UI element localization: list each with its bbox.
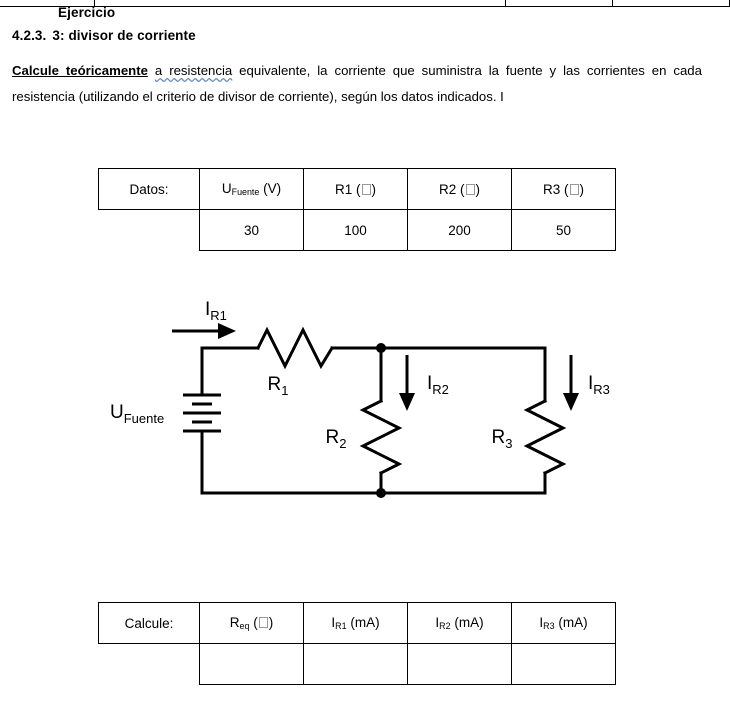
battery-symbol [183,393,221,433]
header-ir2-symbol: I [435,614,440,630]
label-r3-symbol: R [492,427,506,448]
header-ir1-symbol: I [331,614,336,630]
header-r1-paren-open: ( [356,181,361,197]
table-row-header: Calcule: Req () IR1 (mA) IR2 (mA) IR3 (m… [98,602,616,644]
header-ir1-sub: R1 [335,621,347,632]
circuit-wires [200,326,567,495]
answer-ir3[interactable] [511,643,616,685]
calcule-empty-cell [99,644,200,685]
header-voltage: UFuente (V) [199,168,304,210]
node-dot-top [376,343,386,353]
datos-table: Datos: UFuente (V) R1 () R2 () R3 () 30 … [98,168,616,251]
label-r2-sub: 2 [339,436,346,451]
header-r2-symbol: R2 [438,181,457,197]
label-r1-symbol: R [268,374,282,395]
label-ir2: IR2 [427,373,449,397]
current-arrow-ir2 [399,355,415,411]
statement-spellcheck-span: a resistencia [154,63,233,79]
header-ir3-sub: R3 [543,621,555,632]
value-voltage: 30 [199,209,304,251]
table-border-vertical [94,0,95,6]
header-ir2-unit: (mA) [454,614,484,630]
label-r3-sub: 3 [505,436,512,451]
section-number: 4.2.3. [12,28,47,43]
datos-empty-cell [99,210,200,251]
header-r1-symbol: R1 [334,181,353,197]
exercise-heading: Ejercicio [58,5,116,20]
label-r2: R2 [326,427,347,451]
header-r2-paren-open: ( [460,181,465,197]
ohm-tofu-icon [361,183,371,195]
label-ir1: IR1 [205,299,227,323]
table-row [99,643,616,685]
label-ir3-sub: R3 [593,382,610,397]
header-r3-paren-close: ) [579,181,585,197]
ohm-tofu-icon [258,616,268,628]
label-ir2-symbol: I [427,373,432,394]
label-r1: R1 [268,374,289,398]
header-req-sub: eq [239,621,250,632]
label-r2-symbol: R [326,427,340,448]
exercise-statement: Calcule teóricamente a resistencia equiv… [12,58,702,110]
header-voltage-sub: Fuente [231,187,260,198]
label-ir2-sub: R2 [432,382,449,397]
header-r1: R1 () [303,168,408,210]
ohm-tofu-icon [569,183,579,195]
statement-rest: equivalente, la corriente que suministra… [12,63,702,105]
label-r1-sub: 1 [281,383,288,398]
header-r2: R2 () [407,168,512,210]
header-r2-paren-close: ) [475,181,481,197]
label-ir1-sub: R1 [210,308,227,323]
header-req: Req () [199,602,304,644]
table-row: 30 100 200 50 [99,209,616,251]
header-req-paren-close: ) [268,614,274,630]
label-ir3-symbol: I [588,373,593,394]
header-ir2-sub: R2 [439,621,451,632]
statement-emphasis: Calcule teóricamente [12,63,148,79]
label-r3: R3 [492,427,513,451]
header-voltage-symbol: U [221,180,232,196]
header-ir3-symbol: I [539,614,544,630]
header-ir3: IR3 (mA) [511,602,616,644]
header-r3: R3 () [511,168,616,210]
header-req-symbol: R [229,614,240,630]
table-row-header: Datos: UFuente (V) R1 () R2 () R3 () [98,168,616,210]
header-ir3-unit: (mA) [558,614,588,630]
answer-ir1[interactable] [303,643,408,685]
label-ir3: IR3 [588,373,610,397]
header-r3-symbol: R3 [542,181,561,197]
section-heading: 4.2.3. 3: divisor de corriente [12,28,196,43]
label-source-sub: Fuente [124,411,164,426]
header-ir1-unit: (mA) [350,614,380,630]
calcule-row-label: Calcule: [98,602,200,644]
node-dot-bottom [376,488,386,498]
value-r2: 200 [407,209,512,251]
header-voltage-unit: (V) [263,180,282,196]
label-source: UFuente [110,402,164,426]
ohm-tofu-icon [465,183,475,195]
value-r3: 50 [511,209,616,251]
label-source-symbol: U [110,402,124,423]
header-r1-paren-close: ) [371,181,377,197]
table-border-vertical [612,0,613,6]
answer-req[interactable] [199,643,304,685]
table-border-vertical [505,0,506,6]
current-arrow-ir3 [563,355,579,411]
datos-row-label: Datos: [98,168,200,210]
circuit-diagram: IR1 UFuente R1 R2 R3 IR2 IR3 [110,285,620,515]
section-title: 3: divisor de corriente [52,28,196,43]
header-req-paren-open: ( [253,614,258,630]
value-r1: 100 [303,209,408,251]
header-ir2: IR2 (mA) [407,602,512,644]
calcule-table: Calcule: Req () IR1 (mA) IR2 (mA) IR3 (m… [98,602,616,685]
current-arrow-ir1 [172,323,236,339]
answer-ir2[interactable] [407,643,512,685]
label-ir1-symbol: I [205,299,210,320]
header-ir1: IR1 (mA) [303,602,408,644]
header-r3-paren-open: ( [564,181,569,197]
